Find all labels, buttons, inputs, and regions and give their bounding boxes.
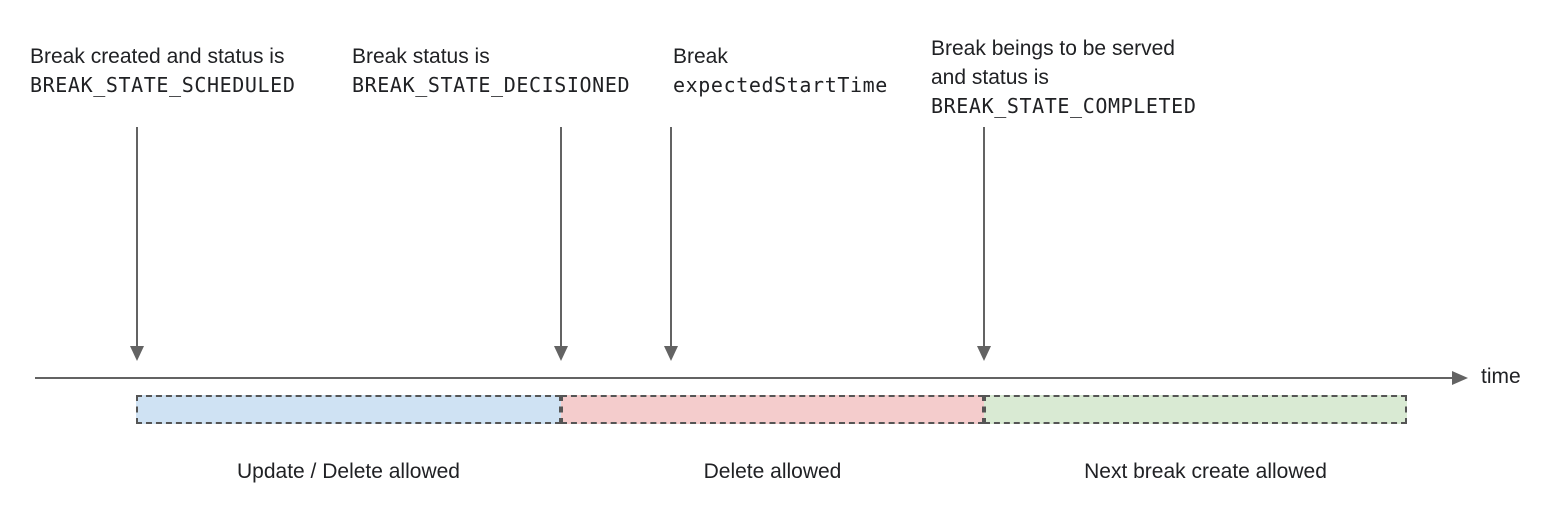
segment-delete-allowed xyxy=(561,395,984,424)
arrow-head xyxy=(130,346,144,361)
segment-update-delete-allowed xyxy=(136,395,561,424)
segment-next-break-create-allowed xyxy=(984,395,1407,424)
segment-label-update-delete: Update / Delete allowed xyxy=(237,460,460,483)
annotation-expected-start-time-code: expectedStartTime xyxy=(673,73,888,97)
annotation-completed-code: BREAK_STATE_COMPLETED xyxy=(931,94,1197,118)
segment-label-next-break-create: Next break create allowed xyxy=(1084,460,1327,483)
arrow-down-completed-icon xyxy=(977,127,991,361)
timeline-arrowhead-icon xyxy=(1452,371,1468,385)
annotation-expected-start-time: Break expectedStartTime xyxy=(673,42,888,100)
arrow-head xyxy=(664,346,678,361)
annotation-scheduled-text: Break created and status is xyxy=(30,45,285,68)
timeline-axis-label: time xyxy=(1481,365,1521,388)
arrow-head xyxy=(554,346,568,361)
annotation-completed: Break beings to be served and status is … xyxy=(931,34,1196,121)
timeline-axis xyxy=(35,377,1454,379)
arrow-shaft xyxy=(670,127,672,346)
annotation-decisioned-text: Break status is xyxy=(352,45,490,68)
annotation-expected-start-time-text: Break xyxy=(673,45,728,68)
annotation-decisioned-code: BREAK_STATE_DECISIONED xyxy=(352,73,631,97)
annotation-decisioned: Break status is BREAK_STATE_DECISIONED xyxy=(352,42,630,100)
annotation-completed-text-2: and status is xyxy=(931,66,1049,89)
arrow-shaft xyxy=(136,127,138,346)
arrow-head xyxy=(977,346,991,361)
segment-label-delete: Delete allowed xyxy=(703,460,842,483)
arrow-down-decisioned-icon xyxy=(554,127,568,361)
arrow-down-scheduled-icon xyxy=(130,127,144,361)
arrow-shaft xyxy=(560,127,562,346)
annotation-completed-text-1: Break beings to be served xyxy=(931,37,1175,60)
arrow-shaft xyxy=(983,127,985,346)
annotation-scheduled: Break created and status is BREAK_STATE_… xyxy=(30,42,295,100)
annotation-scheduled-code: BREAK_STATE_SCHEDULED xyxy=(30,73,296,97)
arrow-down-expected-start-icon xyxy=(664,127,678,361)
